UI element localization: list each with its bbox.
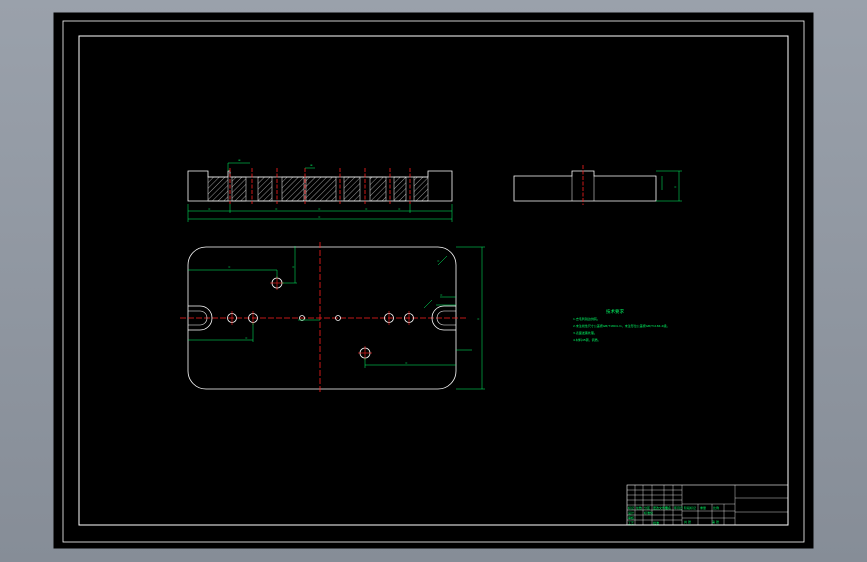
- svg-text:处数: 处数: [636, 505, 642, 510]
- requirement-line: 2.未注线性尺寸公差按GB/T1804-m，未注形位公差按GB/T1184-K级…: [573, 323, 670, 328]
- svg-text:=: =: [477, 317, 480, 321]
- svg-text:比例: 比例: [713, 505, 719, 510]
- svg-text:标准化: 标准化: [644, 510, 653, 515]
- front-section-view: ≡ ≡ = = = = = =: [187, 158, 453, 222]
- section-hatch: [257, 176, 273, 202]
- left-u-slot: [188, 305, 213, 331]
- hole: [335, 315, 341, 321]
- section-hatch: [413, 176, 429, 202]
- svg-text:=: =: [208, 207, 211, 211]
- svg-text:标记: 标记: [628, 505, 634, 510]
- svg-text:=: =: [440, 293, 443, 297]
- svg-text:≡: ≡: [238, 158, 241, 162]
- inner-frame: [78, 35, 789, 526]
- right-u-slot: [431, 305, 456, 331]
- svg-text:=: =: [674, 185, 677, 189]
- svg-text:=: =: [437, 259, 440, 263]
- section-hatch: [369, 176, 387, 202]
- svg-text:批准: 批准: [653, 520, 659, 525]
- svg-text:共 张: 共 张: [684, 519, 691, 524]
- requirements-title: 技术要求: [606, 308, 624, 315]
- outer-frame: [62, 20, 805, 543]
- hole: [299, 315, 305, 321]
- svg-text:更改文件号: 更改文件号: [653, 505, 668, 510]
- svg-text:=: =: [228, 265, 231, 269]
- svg-text:=: =: [365, 207, 368, 211]
- svg-text:审核: 审核: [628, 515, 634, 520]
- section-hatch: [393, 176, 407, 202]
- svg-text:=: =: [318, 215, 321, 219]
- svg-text:阶段标记: 阶段标记: [684, 505, 696, 510]
- requirement-line: 3.表面发黑处理。: [573, 330, 597, 335]
- requirement-line: 4.材料45钢，调质。: [573, 337, 601, 342]
- svg-text:工艺: 工艺: [628, 520, 634, 525]
- svg-text:=: =: [245, 336, 248, 340]
- section-hatch: [207, 176, 229, 202]
- section-hatch: [281, 176, 305, 202]
- svg-text:=: =: [292, 265, 295, 269]
- side-view: =: [513, 165, 682, 205]
- svg-text:签名: 签名: [665, 505, 671, 510]
- svg-text:=: =: [398, 207, 401, 211]
- section-hatch: [305, 176, 337, 202]
- drawing-sheet: [53, 12, 814, 549]
- svg-text:设计: 设计: [628, 510, 634, 515]
- svg-text:分区: 分区: [644, 505, 650, 510]
- technical-requirements: 技术要求 1.去毛刺锐边倒钝。 2.未注线性尺寸公差按GB/T1804-m，未注…: [573, 308, 670, 342]
- svg-text:=: =: [275, 207, 278, 211]
- section-hatch: [343, 176, 361, 202]
- top-view: = = = = = = =: [180, 242, 485, 394]
- svg-text:第 张: 第 张: [712, 519, 719, 524]
- svg-text:重量: 重量: [700, 505, 706, 510]
- svg-text:≡: ≡: [310, 163, 313, 167]
- title-block: 标记 处数 分区 更改文件号 签名 年月日 设计 标准化 阶段标记 重量 比例 …: [626, 484, 789, 526]
- svg-text:年月日: 年月日: [674, 505, 683, 510]
- svg-text:=: =: [318, 207, 321, 211]
- svg-text:=: =: [405, 361, 408, 365]
- section-hatch: [231, 176, 247, 202]
- requirement-line: 1.去毛刺锐边倒钝。: [573, 316, 600, 321]
